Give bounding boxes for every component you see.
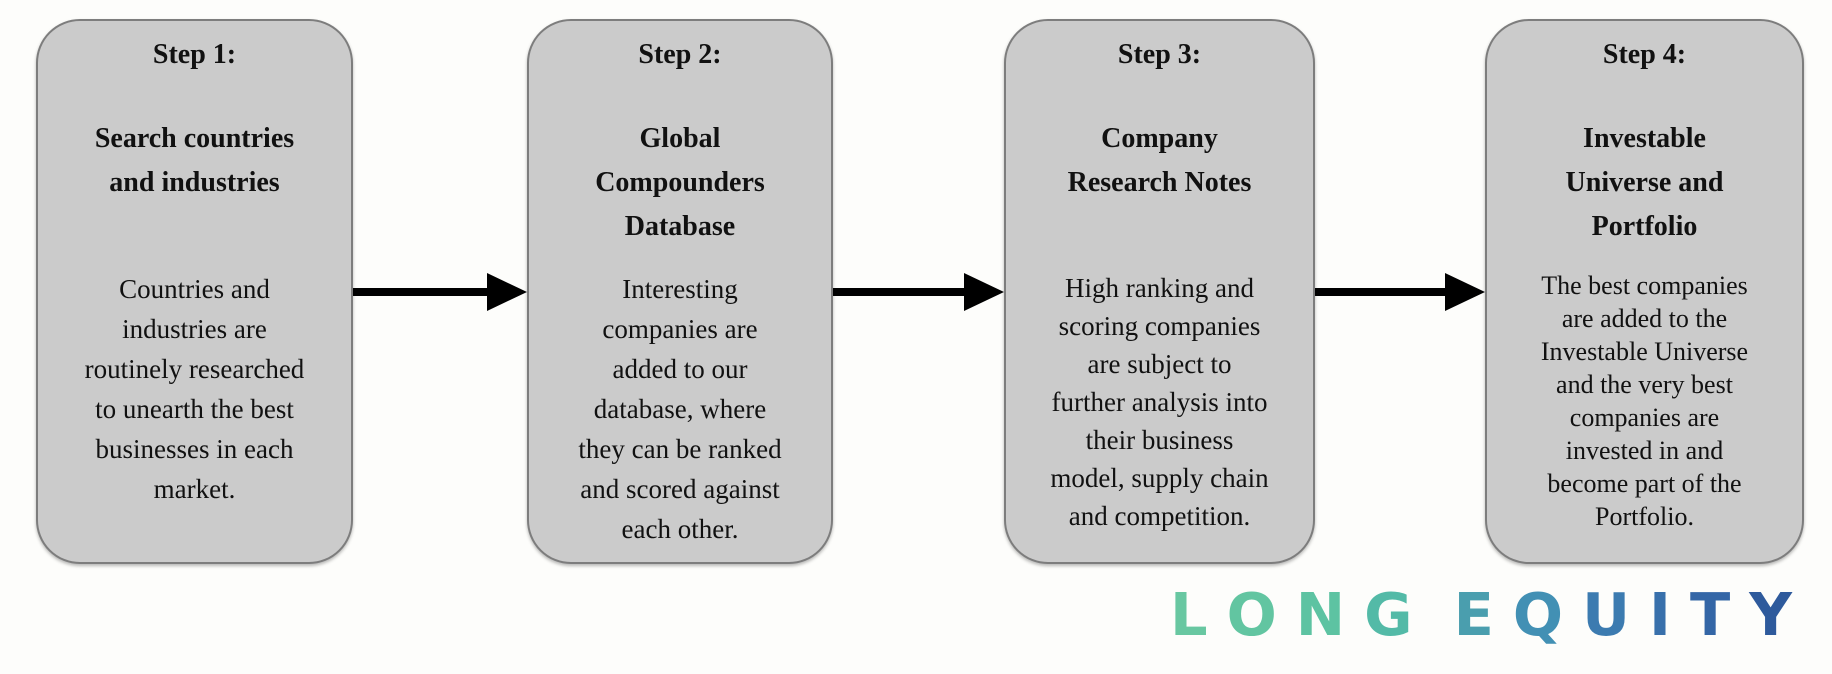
arrow-head-icon <box>964 273 1004 311</box>
arrow-step3-to-step4 <box>1315 272 1485 312</box>
logo-letter: Q <box>1512 580 1564 649</box>
step-card-2: Step 2: Global Compounders Database Inte… <box>527 19 833 564</box>
logo-letter: E <box>1453 580 1494 649</box>
step-4-description: The best companies are added to the Inve… <box>1540 271 1749 531</box>
step-2-title: Global Compounders Database <box>595 123 765 242</box>
step-1-title: Search countries and industries <box>94 123 295 198</box>
arrow-head-icon <box>1445 273 1485 311</box>
logo-letter: O <box>1226 580 1277 649</box>
step-4-title: Investable Universe and Portfolio <box>1565 123 1724 242</box>
logo-letter: L <box>1170 580 1208 649</box>
step-2-label: Step 2: <box>638 39 722 70</box>
arrow-shaft <box>833 288 964 296</box>
step-card-1: Step 1: Search countries and industries … <box>36 19 353 564</box>
logo-letter: G <box>1364 580 1413 649</box>
logo-letter: N <box>1295 580 1346 649</box>
step-1-description: Countries and industries are routinely r… <box>84 274 305 504</box>
step-card-4: Step 4: Investable Universe and Portfoli… <box>1485 19 1804 564</box>
logo-letter: Y <box>1749 580 1792 649</box>
step-3-title: Company Research Notes <box>1067 123 1252 198</box>
logo-letter: T <box>1689 580 1731 649</box>
step-1-label: Step 1: <box>152 39 237 70</box>
step-2-description: Interesting companies are added to our d… <box>578 274 782 544</box>
arrow-head-icon <box>487 273 527 311</box>
step-card-3: Step 3: Company Research Notes High rank… <box>1004 19 1315 564</box>
arrow-shaft <box>1315 288 1445 296</box>
arrow-step1-to-step2 <box>353 272 527 312</box>
arrow-shaft <box>353 288 487 296</box>
logo-letter: U <box>1582 580 1630 649</box>
step-3-label: Step 3: <box>1117 39 1202 70</box>
logo-letter: I <box>1648 580 1671 649</box>
arrow-step2-to-step3 <box>833 272 1004 312</box>
step-4-label: Step 4: <box>1602 39 1687 70</box>
step-3-description: High ranking and scoring companies are s… <box>1050 273 1269 531</box>
